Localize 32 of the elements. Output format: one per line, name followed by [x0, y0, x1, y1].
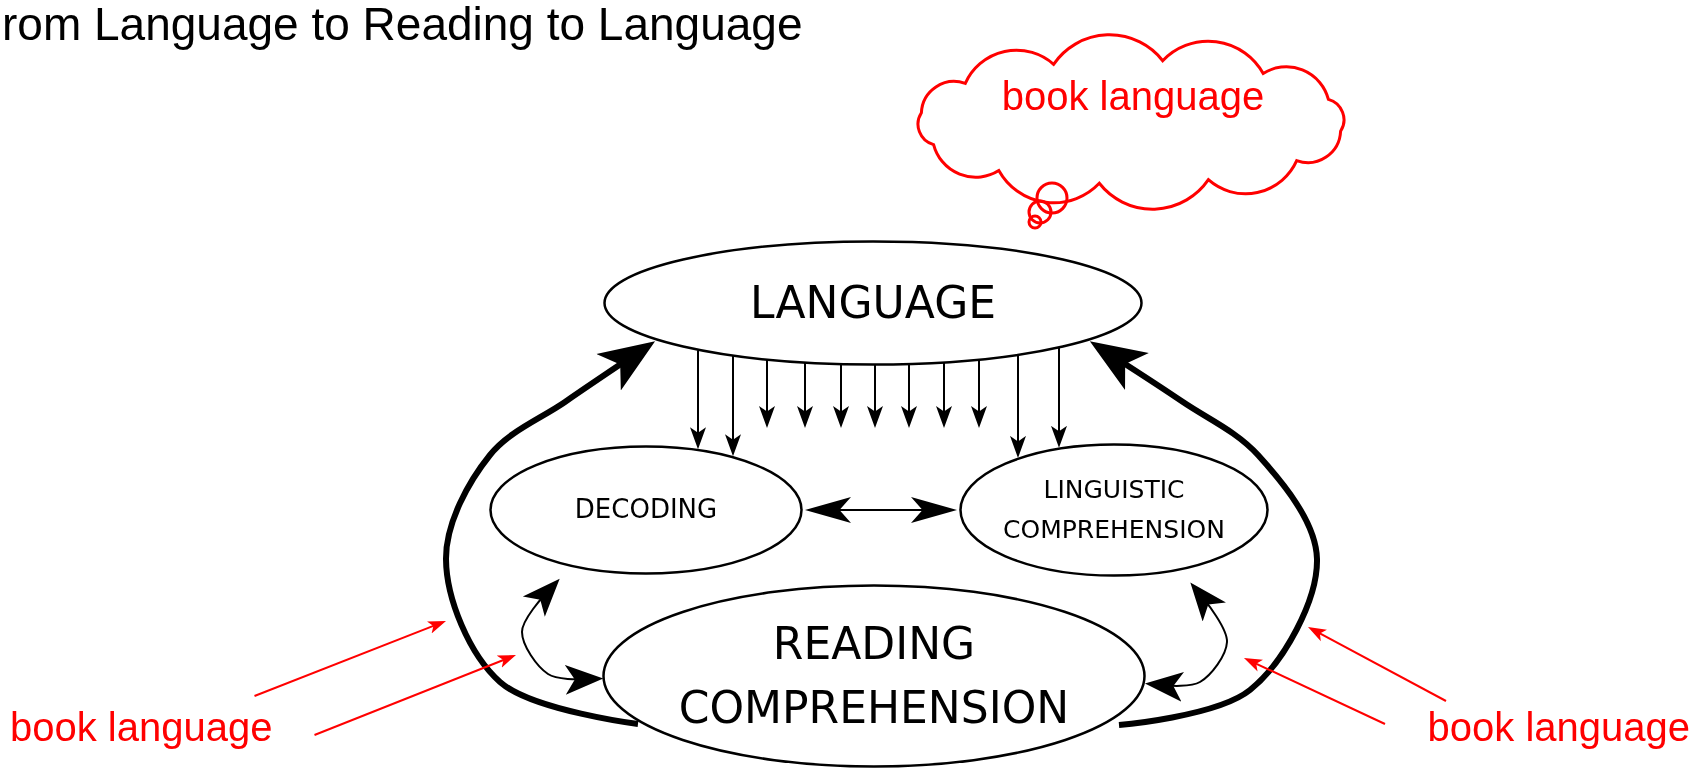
- curved-arrow: [1089, 341, 1320, 728]
- arrow: [867, 364, 883, 428]
- leader-line: [313, 655, 516, 736]
- node-text: LINGUISTIC COMPREHENSION: [1002, 474, 1226, 546]
- arrow: [901, 363, 917, 428]
- arrow: [690, 349, 706, 450]
- arrow: [725, 355, 741, 457]
- diagram-title: rom Language to Reading to Language: [2, 0, 803, 51]
- callout-label: book language: [1398, 700, 1690, 754]
- arrow: [1051, 346, 1067, 448]
- ellipse-node: [959, 443, 1269, 577]
- curved-double-arrow: [521, 578, 604, 695]
- node-text: book language: [1001, 73, 1265, 120]
- ellipse-node: [603, 240, 1143, 366]
- arrow: [1010, 354, 1026, 458]
- arrow: [797, 362, 813, 428]
- curved-arrow: [443, 341, 656, 727]
- node-text: LANGUAGE: [749, 276, 997, 330]
- arrow: [759, 359, 775, 428]
- leader-line: [1244, 658, 1386, 725]
- leader-line: [1308, 627, 1447, 702]
- ellipse-node: [489, 445, 803, 575]
- node-text: READING COMPREHENSION: [677, 617, 1071, 735]
- node-text: DECODING: [574, 494, 718, 526]
- double-arrow: [805, 497, 957, 523]
- arrow: [971, 359, 987, 428]
- curved-double-arrow: [1144, 582, 1228, 702]
- arrow: [833, 363, 849, 428]
- callout-label: book language: [10, 700, 305, 754]
- leader-line: [253, 621, 446, 697]
- ellipse-node: [602, 584, 1146, 768]
- arrow: [936, 361, 952, 428]
